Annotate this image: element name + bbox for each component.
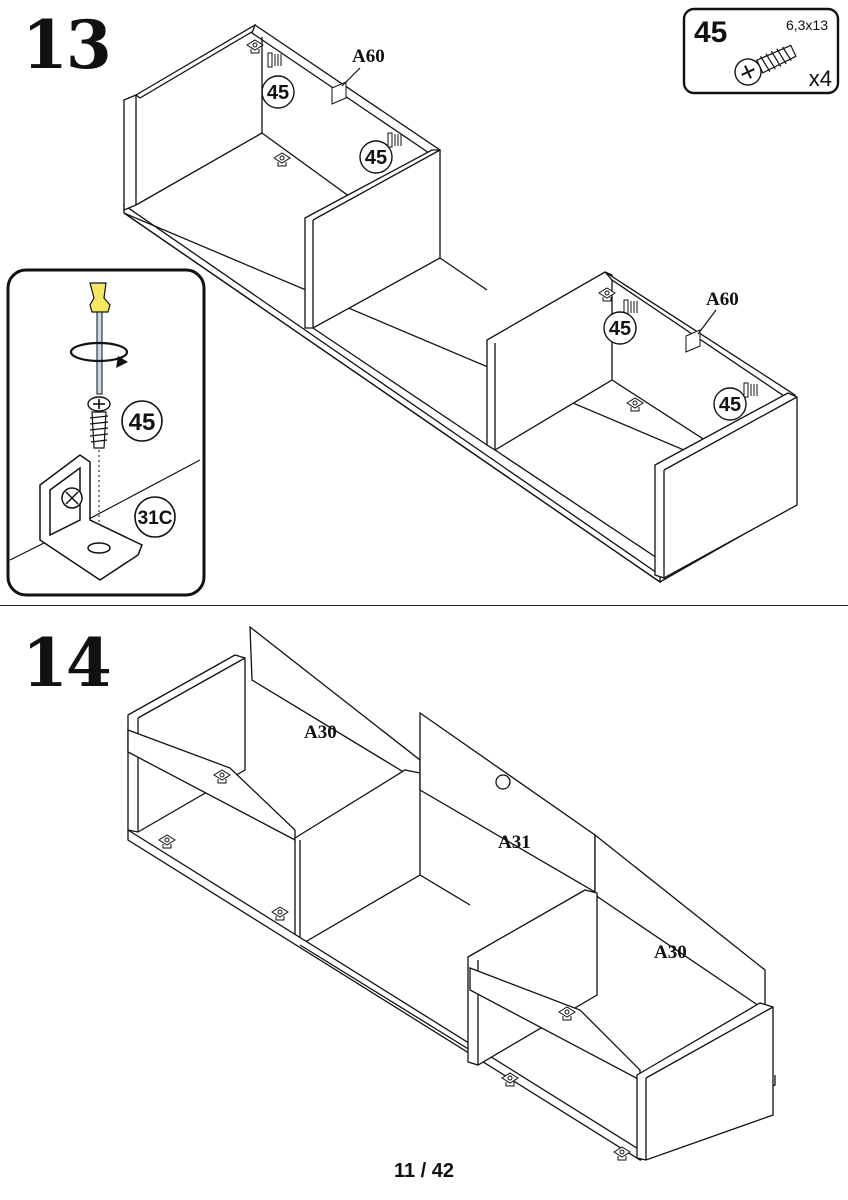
step-divider xyxy=(0,605,848,606)
part-label-a30: A30 xyxy=(654,942,687,963)
screw-icon xyxy=(734,44,797,86)
hardware-part-number: 45 xyxy=(694,16,727,49)
part-label-a30: A30 xyxy=(304,722,337,743)
screw-callout-label: 45 xyxy=(267,82,289,104)
step-13-cabinet xyxy=(123,23,798,584)
page-number: 11 / 42 xyxy=(393,1160,455,1182)
inset-bracket-label: 31C xyxy=(138,508,173,529)
step-13-hardware-marks xyxy=(246,39,758,412)
screw-callout-label: 45 xyxy=(365,147,387,169)
hardware-quantity: x4 xyxy=(809,66,832,91)
screw-callout-label: 45 xyxy=(609,318,631,340)
screw-icon xyxy=(87,396,111,545)
part-label-a60: A60 xyxy=(352,46,385,67)
part-label-a60: A60 xyxy=(706,289,739,310)
corner-bracket-icon xyxy=(39,454,143,581)
step-14-cabinet xyxy=(127,625,776,1162)
screw-callout-label: 45 xyxy=(719,394,741,416)
screwdriver-icon xyxy=(89,282,111,395)
rotate-clockwise-icon xyxy=(69,341,129,368)
part-label-a31: A31 xyxy=(498,832,531,853)
step-14-number: 14 xyxy=(22,624,112,702)
hardware-box xyxy=(682,7,840,95)
step-13-number: 13 xyxy=(22,6,112,84)
inset-screw-label: 45 xyxy=(129,409,156,436)
screw-callout-circles xyxy=(261,75,747,421)
detail-inset xyxy=(6,268,206,597)
hardware-size: 6,3x13 xyxy=(786,17,828,33)
